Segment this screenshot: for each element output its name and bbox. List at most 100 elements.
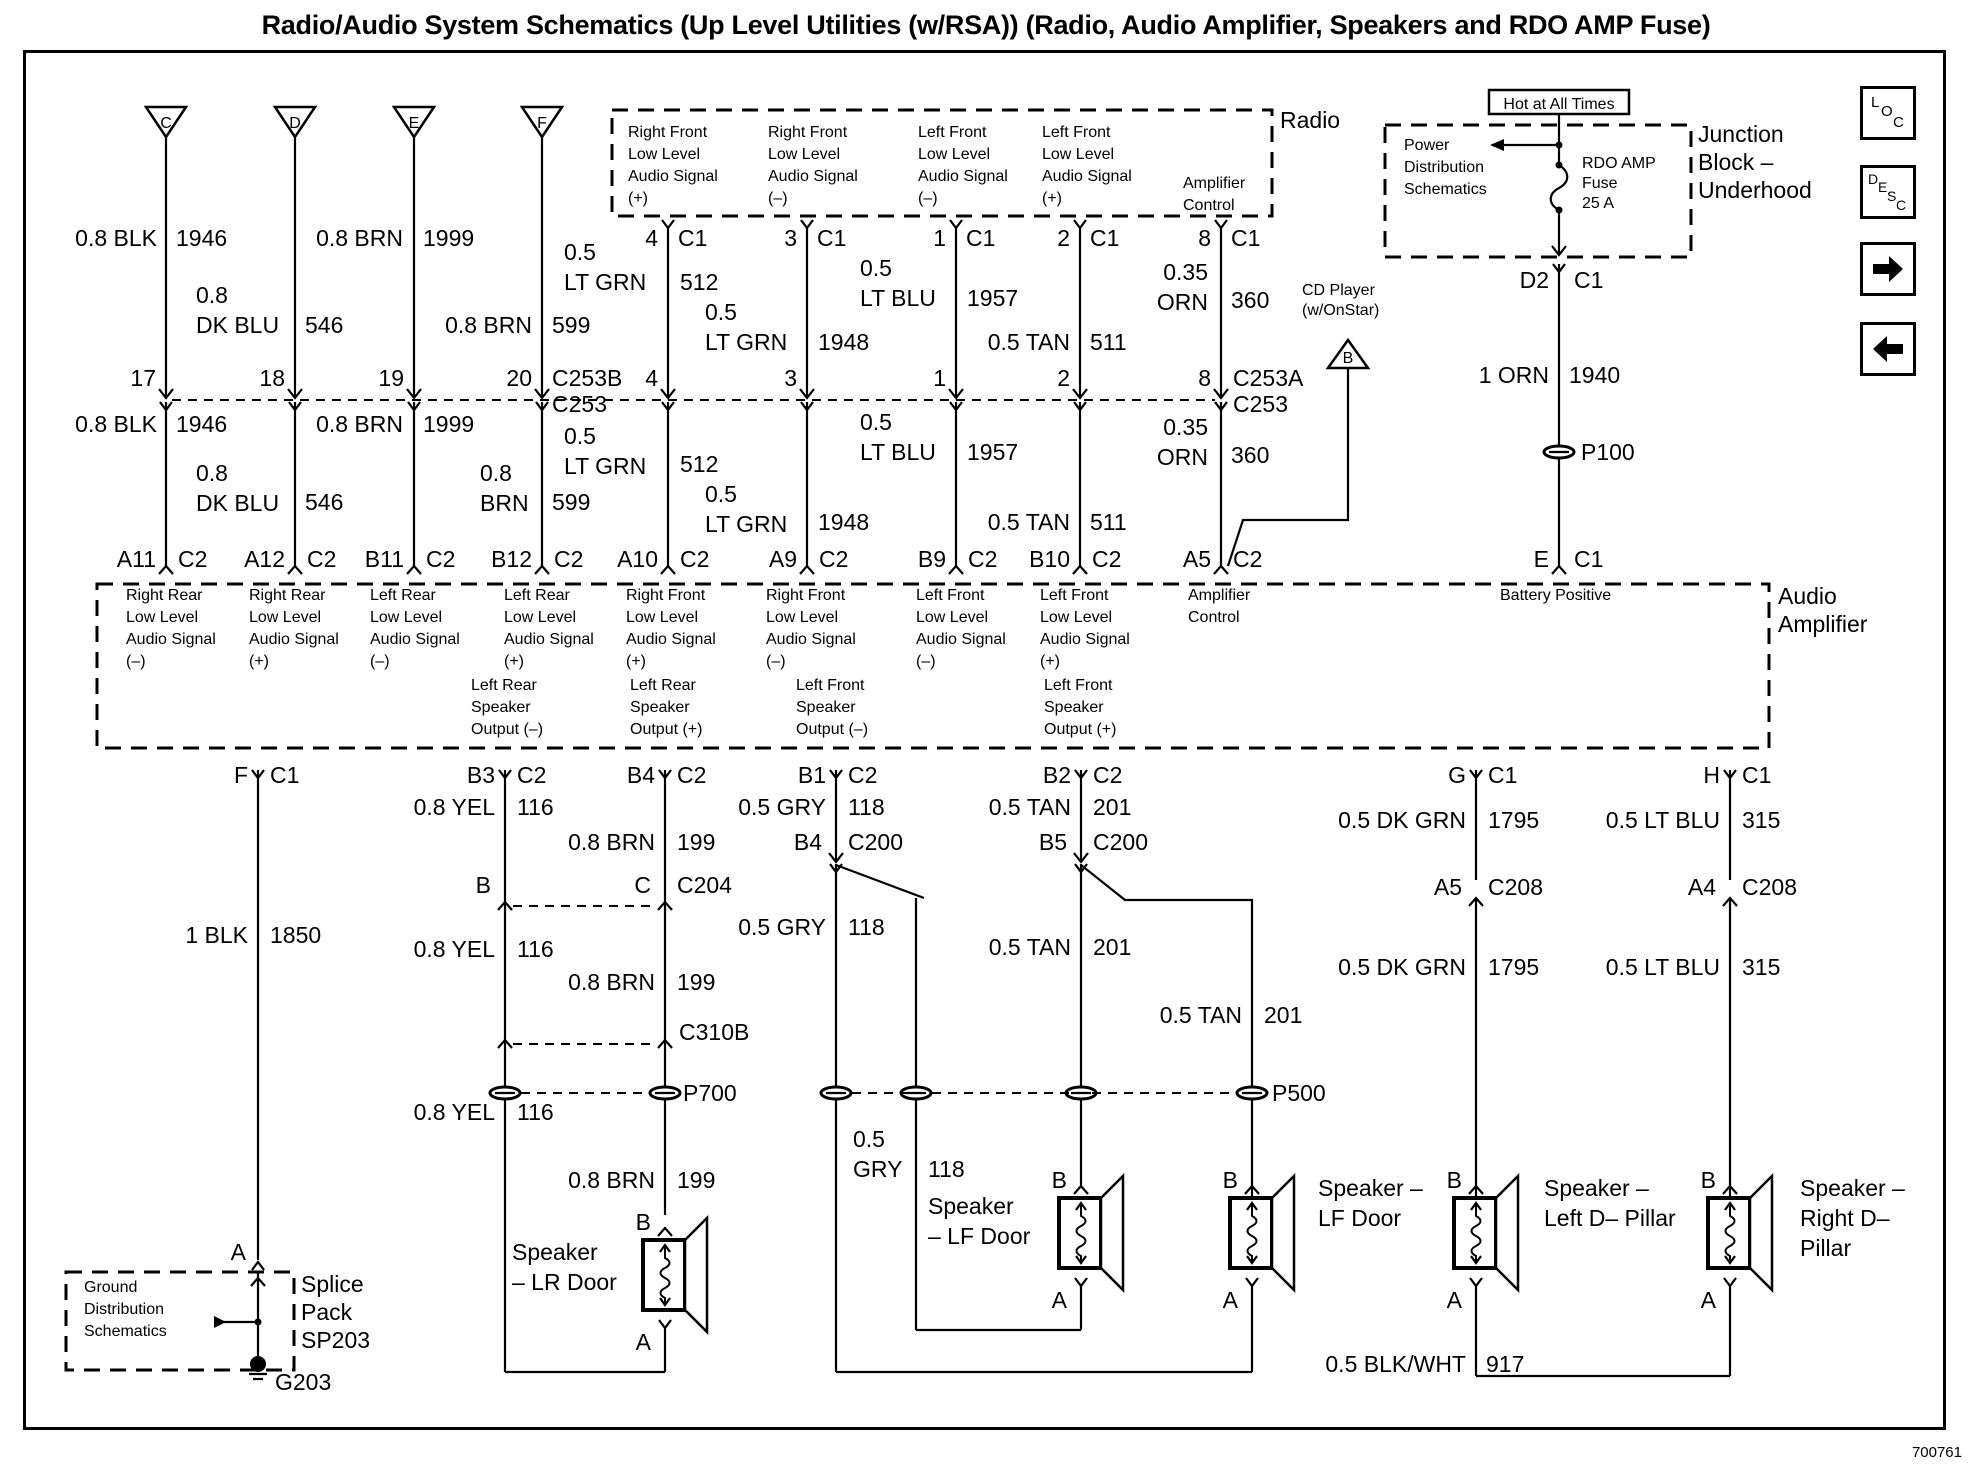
circuit-number: 511 (1090, 509, 1127, 535)
svg-text:C: C (1896, 197, 1906, 213)
power-distribution-label: Distribution (1404, 159, 1484, 176)
wire-gauge-color: LT GRN (564, 453, 646, 479)
inline-pin-number: 1 (933, 365, 946, 391)
circuit-number: 1850 (270, 922, 321, 948)
connector-id: C2 (819, 546, 848, 572)
wire-gauge-color: 1 BLK (185, 922, 248, 948)
junction-block-label: Block – (1698, 149, 1774, 175)
connector-id: C1 (1742, 762, 1771, 788)
amp-input-description: (+) (249, 653, 269, 670)
connector-terminal-icon (1723, 1277, 1737, 1288)
wire-gauge-color: 0.8 BRN (445, 312, 532, 338)
prev-page-button[interactable] (1860, 322, 1916, 376)
connector-terminal-icon (949, 219, 963, 230)
wire-gauge-color: 0.5 (564, 239, 596, 265)
svg-text:L: L (1871, 94, 1879, 111)
radio-pin-description: Low Level (918, 146, 990, 163)
speaker-label: Speaker – (1800, 1175, 1905, 1201)
wire-gauge-color: 0.5 LT BLU (1606, 807, 1720, 833)
connector-caret-icon (657, 1038, 673, 1049)
inline-connector-id: C253B (552, 365, 622, 391)
connector-caret-icon (406, 564, 422, 575)
connector-terminal-icon (1214, 219, 1228, 230)
connector-id: C1 (1231, 225, 1260, 251)
amp-input-description: (–) (370, 653, 390, 670)
power-distribution-label: Schematics (1404, 181, 1487, 198)
connector-terminal-icon (1245, 1277, 1259, 1288)
connector-terminal-icon (1469, 1277, 1483, 1288)
connector-caret-icon (657, 1226, 673, 1237)
wire-gauge-color: 0.8 BRN (568, 829, 655, 855)
connector-caret-icon (1551, 564, 1567, 575)
pin-number: A (231, 1239, 247, 1265)
connector-caret-icon (1072, 564, 1088, 575)
circuit-number: 1948 (818, 509, 869, 535)
circuit-number: 1946 (176, 225, 227, 251)
speaker-icon (1452, 1172, 1520, 1294)
circuit-number: 201 (1093, 934, 1131, 960)
wire-gauge-color: 0.5 GRY (738, 794, 826, 820)
offpage-ref-label: B (1343, 350, 1354, 367)
wire-gauge-color: 0.8 BRN (568, 969, 655, 995)
amp-input-description: Battery Positive (1500, 587, 1611, 604)
speaker-icon (1228, 1172, 1296, 1294)
circuit-number: 201 (1264, 1002, 1302, 1028)
amp-input-description: Control (1188, 609, 1240, 626)
wire-gauge-color: ORN (1157, 444, 1208, 470)
arrow-down-icon (158, 388, 174, 400)
junction-block-label: Underhood (1698, 177, 1812, 203)
circuit-number: 546 (305, 312, 343, 338)
splice-pack-label: SP203 (301, 1327, 370, 1353)
offpage-ref-label: C (160, 115, 172, 132)
amp-input-description: (–) (766, 653, 786, 670)
offpage-ref-label: D (289, 115, 301, 132)
splice-pack-label: Pack (301, 1299, 353, 1325)
circuit-number: 1795 (1488, 954, 1539, 980)
amp-input-description: (+) (504, 653, 524, 670)
speaker-cone (1099, 1172, 1125, 1294)
speaker-label: Speaker – (1544, 1175, 1649, 1201)
arrow-down-icon (1724, 1255, 1736, 1265)
wire-gauge-color: BRN (480, 490, 529, 516)
ground-distribution-label: Ground (84, 1279, 137, 1296)
wire-gauge-color: 0.5 TAN (989, 794, 1071, 820)
pin-number: 3 (784, 225, 797, 251)
connector-id: C1 (1574, 546, 1603, 572)
inline-pin-number: 18 (259, 365, 285, 391)
pin-number: 1 (933, 225, 946, 251)
fuse-icon (1549, 164, 1569, 211)
radio-pin-description: Left Front (918, 124, 987, 141)
amp-output-description: Speaker (1044, 699, 1104, 716)
ground-distribution-label: Distribution (84, 1301, 164, 1318)
wire-gauge-color: 0.8 YEL (414, 794, 496, 820)
wire-gauge-color: 0.8 BRN (316, 411, 403, 437)
pin-number: A (1052, 1287, 1068, 1313)
connector-caret-icon (799, 564, 815, 575)
wire-gauge-color: 0.8 BRN (568, 1167, 655, 1193)
inline-pin-number: 4 (645, 365, 658, 391)
radio-pin-description: Left Front (1042, 124, 1111, 141)
pin-number: B4 (794, 829, 822, 855)
pin-number: 4 (645, 225, 658, 251)
next-page-button[interactable] (1860, 242, 1916, 296)
circuit-number: 599 (552, 312, 590, 338)
svg-text:E: E (1878, 179, 1887, 195)
arrow-right-icon (1873, 256, 1903, 282)
offpage-ref-label: E (409, 115, 420, 132)
arrow-down-icon (799, 388, 815, 400)
wire-gauge-color: 0.5 (860, 255, 892, 281)
ground-distribution-label: Schematics (84, 1323, 167, 1340)
circuit-number: 1946 (176, 411, 227, 437)
connector-id: C2 (848, 762, 877, 788)
amp-input-description: Audio Signal (370, 631, 460, 648)
amp-pin-number: B10 (1029, 546, 1070, 572)
loc-button[interactable]: L O C (1860, 86, 1916, 140)
radio-pin-description: Audio Signal (768, 168, 858, 185)
speaker-label: Speaker (512, 1239, 598, 1265)
loc-icon: L O C (1871, 94, 1904, 131)
connector-id: C208 (1488, 874, 1543, 900)
amp-output-description: Output (+) (630, 721, 702, 738)
connector-id: C1 (678, 225, 707, 251)
desc-button[interactable]: D E S C (1860, 165, 1916, 219)
connector-terminal-icon (1074, 1277, 1088, 1288)
